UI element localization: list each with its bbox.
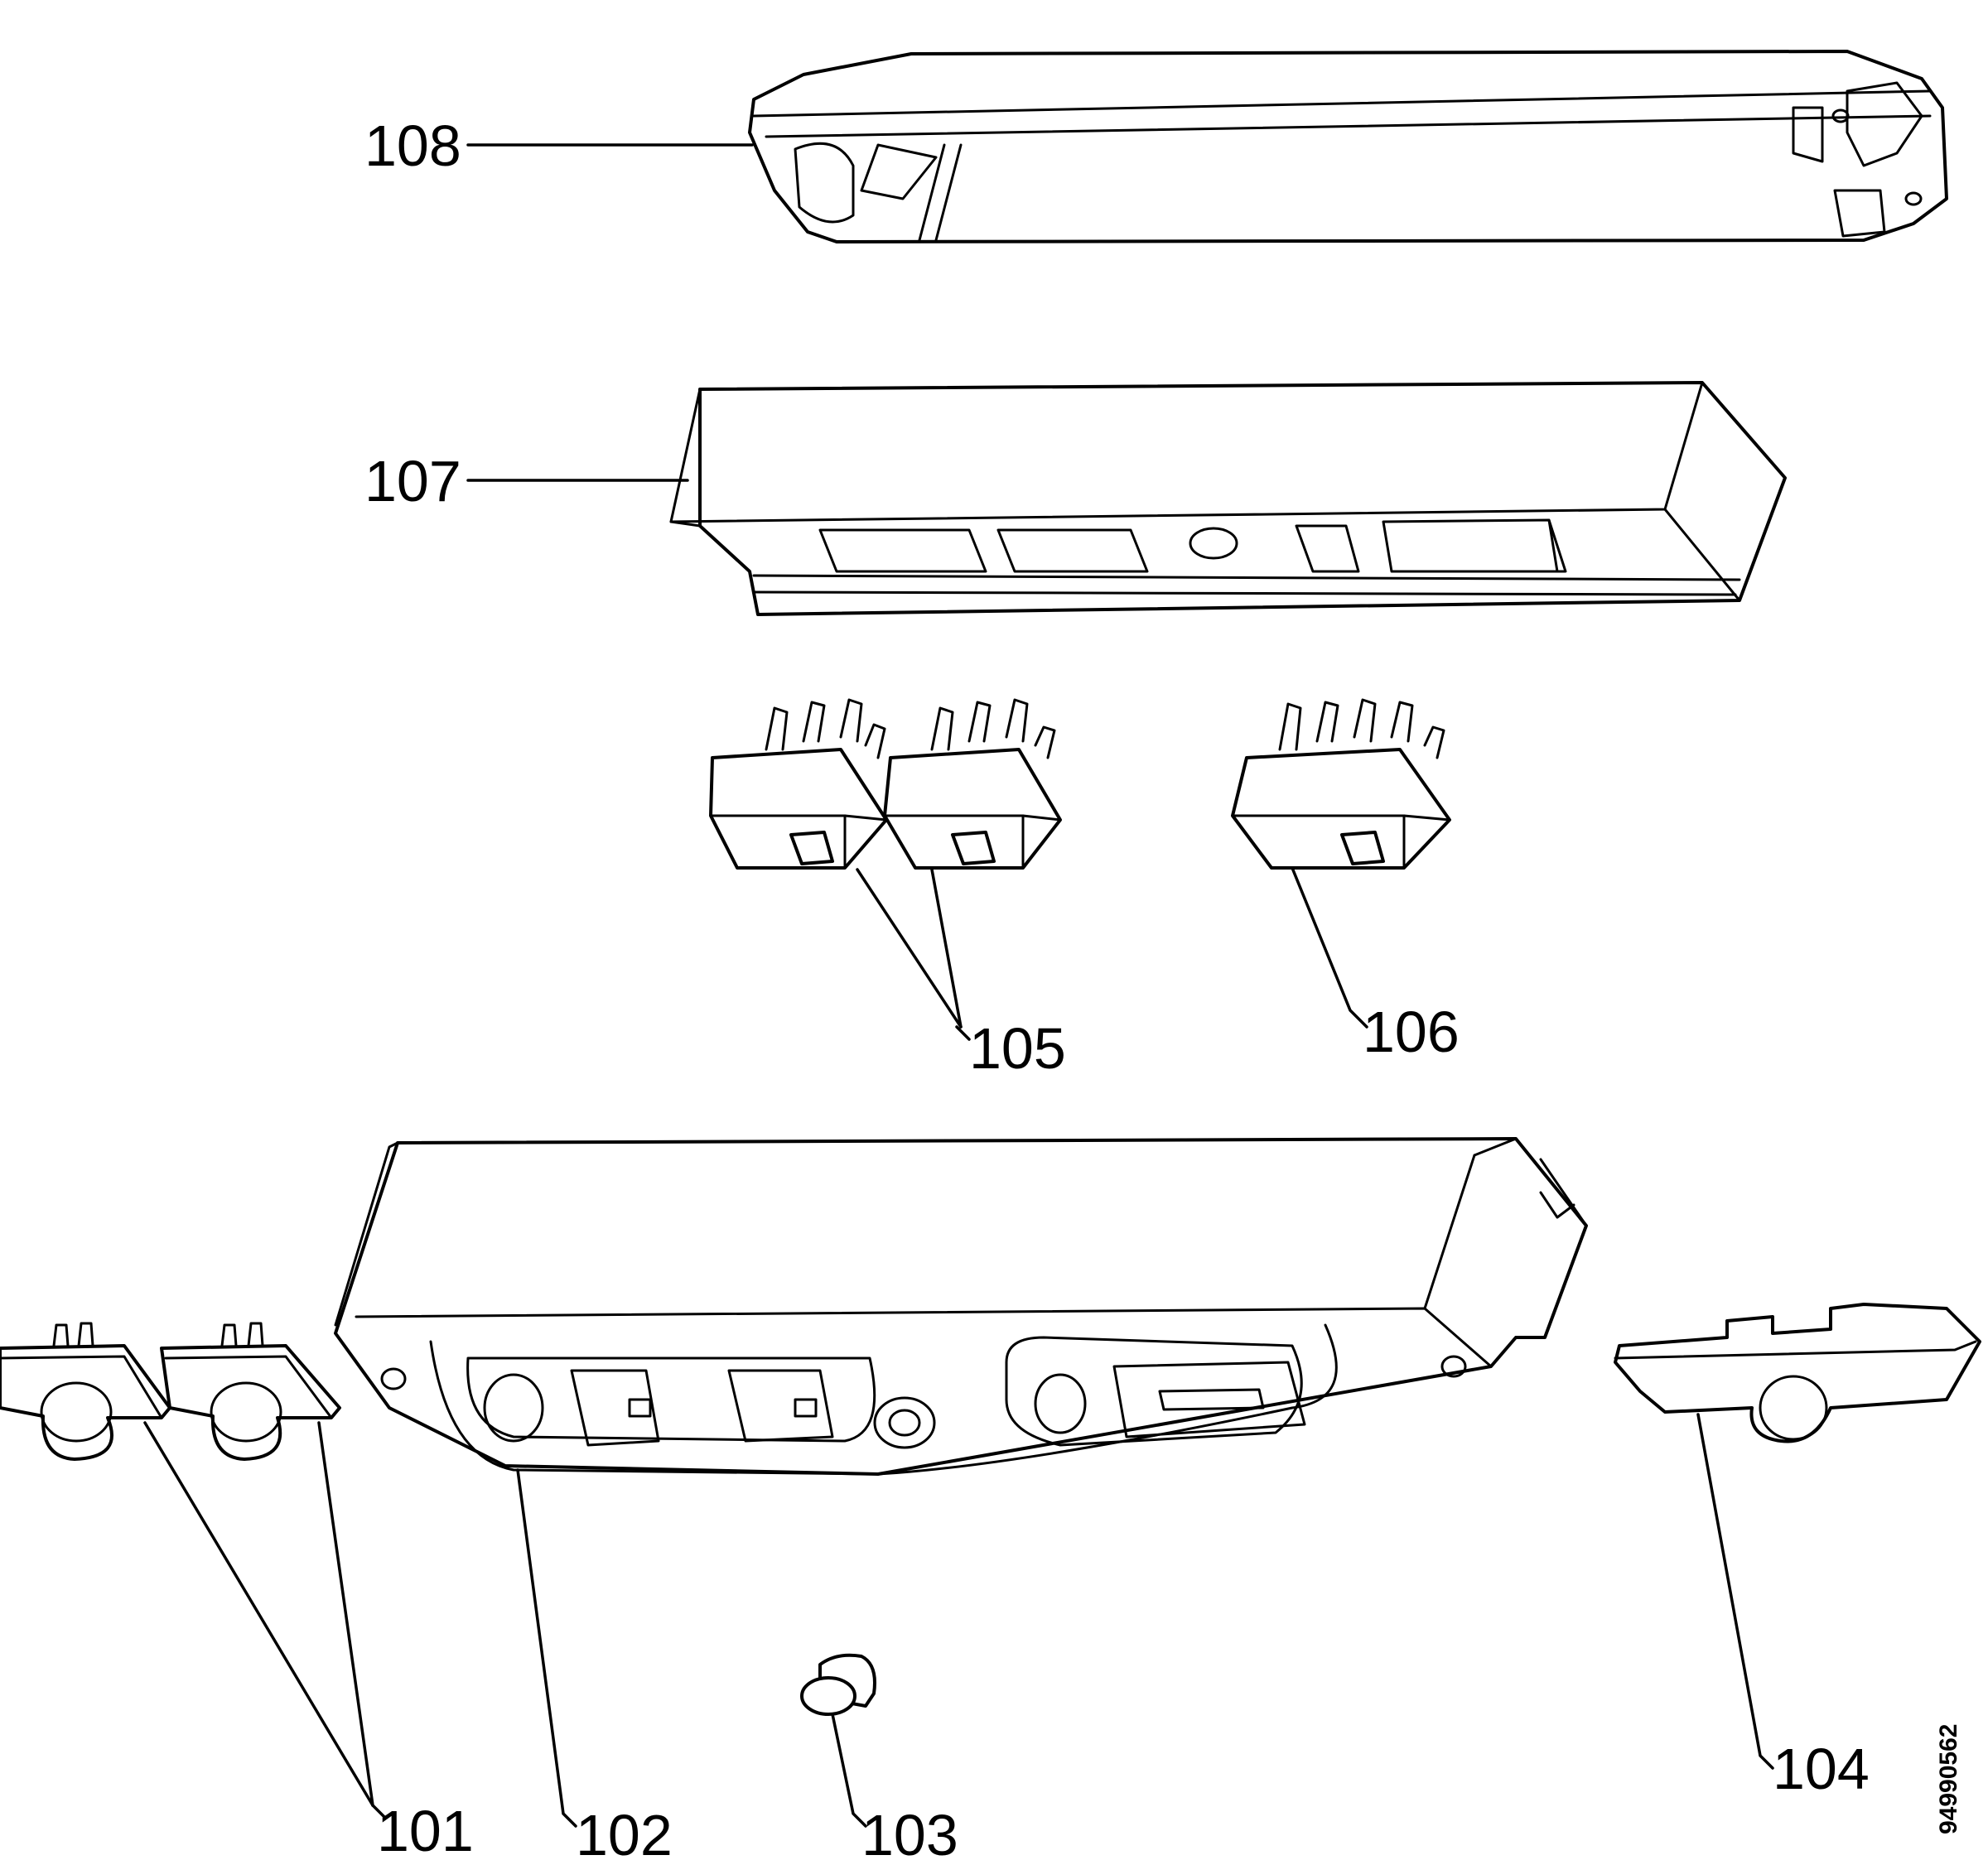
callout-106: 106: [1363, 1000, 1460, 1064]
leader-103: [831, 1713, 867, 1828]
leader-lines: [143, 143, 1774, 1828]
part-107-cover-box: [669, 381, 1787, 616]
callout-105: 105: [969, 1016, 1066, 1081]
document-number: 94990562: [1935, 1724, 1962, 1834]
leader-101-b: [317, 1421, 374, 1807]
part-105-switch-right: [883, 698, 1062, 870]
part-106-switch: [1231, 698, 1451, 870]
leader-102: [516, 1468, 577, 1828]
callout-104: 104: [1773, 1737, 1870, 1801]
leader-101-c: [371, 1804, 387, 1819]
callout-103: 103: [861, 1803, 958, 1860]
part-101-clip-right: [160, 1322, 341, 1461]
leader-105-a: [856, 868, 963, 1029]
part-103-plug: [800, 1653, 876, 1716]
callout-107: 107: [364, 449, 461, 513]
part-105-switch-left: [709, 698, 888, 870]
callout-101: 101: [377, 1799, 474, 1860]
part-104-end-cap: [1614, 1303, 1981, 1443]
callout-102: 102: [576, 1803, 673, 1860]
leader-104: [1696, 1413, 1774, 1770]
leader-105-c: [955, 1025, 971, 1041]
leader-105-b: [930, 868, 963, 1029]
leader-106: [1291, 866, 1368, 1029]
leader-101-a: [143, 1421, 374, 1807]
part-108-top-cover: [748, 50, 1948, 243]
part-101-clip-left: [0, 1322, 171, 1461]
callout-108: 108: [364, 113, 461, 178]
part-102-main-housing: [334, 1137, 1588, 1476]
